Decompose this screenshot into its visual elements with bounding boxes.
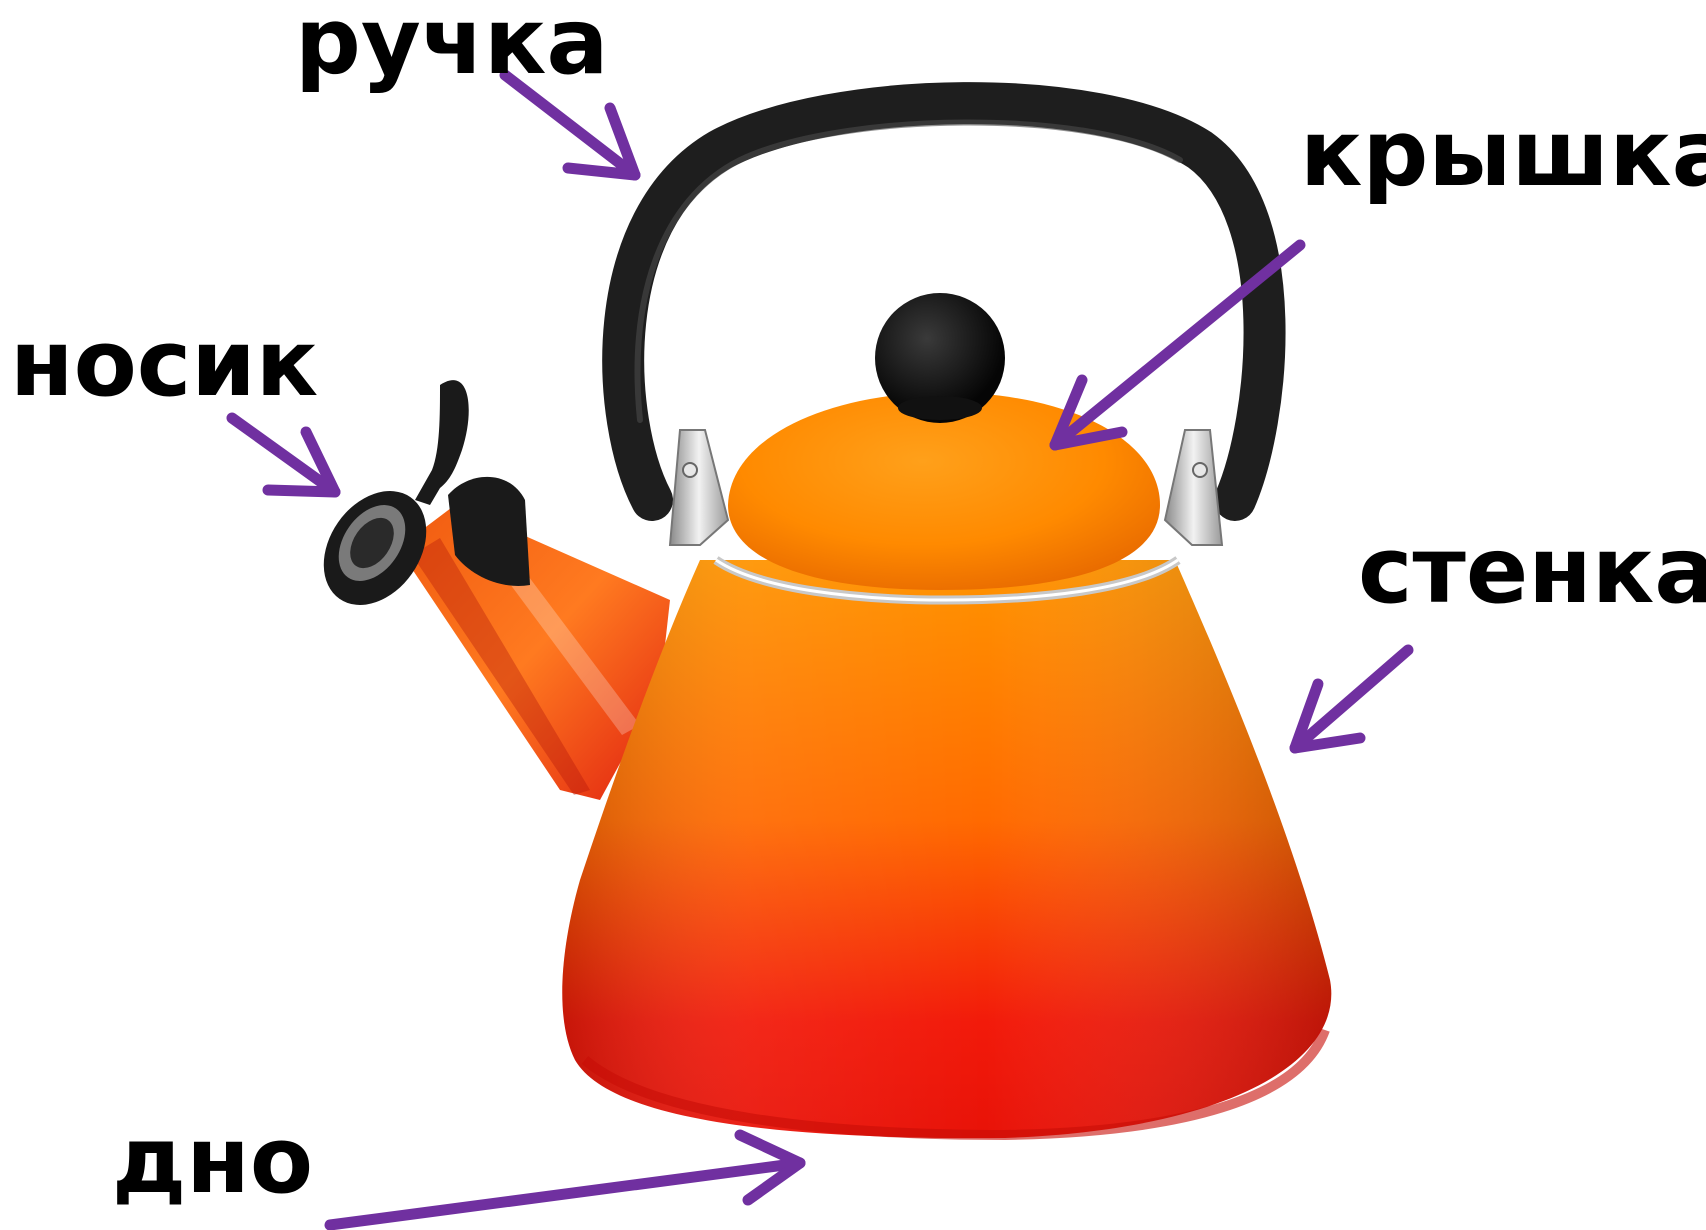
arrow-icon [1049, 239, 1306, 451]
label-lid: крышка [1300, 100, 1706, 207]
label-bottom: дно [112, 1107, 314, 1214]
lid-knob [875, 293, 1005, 423]
handle-bracket-right [1163, 429, 1224, 546]
arrow-icon [499, 69, 641, 181]
label-wall: стенка [1358, 517, 1706, 624]
arrow-icon [226, 412, 341, 498]
handle-part [602, 82, 1286, 521]
body-part [562, 560, 1332, 1141]
handle-bracket-left [668, 429, 730, 546]
label-handle: ручка [295, 0, 609, 95]
label-spout: носик [10, 310, 319, 417]
spout-part [323, 380, 670, 800]
arrow-icon [324, 1129, 806, 1230]
arrow-icon [1289, 644, 1414, 754]
